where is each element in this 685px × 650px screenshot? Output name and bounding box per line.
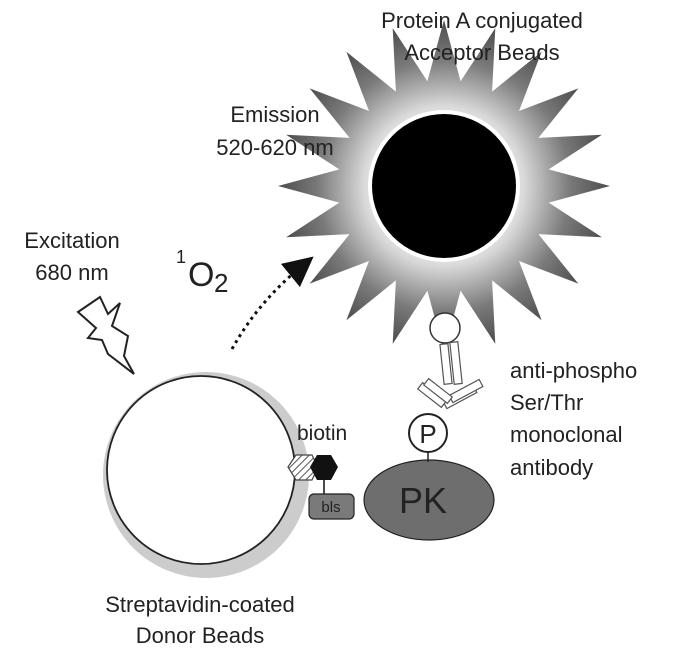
phospho-circle xyxy=(408,413,448,453)
emission-label-line1: Emission xyxy=(230,102,319,127)
kinase-label: PK xyxy=(399,480,447,521)
excitation-label-line2: 680 nm xyxy=(35,260,108,285)
kinase-ellipse xyxy=(363,459,495,541)
bls-tag xyxy=(308,493,355,520)
biotin-label: biotin xyxy=(297,422,347,445)
donor-bead xyxy=(106,375,296,565)
antibody-label-line2: Ser/Thr xyxy=(510,390,583,415)
acceptor-label-line1: Protein A conjugated xyxy=(381,8,583,33)
lightning-bolt-icon xyxy=(76,295,135,375)
acceptor-bead xyxy=(372,114,516,258)
phospho-label: P xyxy=(419,419,436,449)
acceptor-label-line2: Acceptor Beads xyxy=(404,40,559,65)
protein-a-bead xyxy=(429,312,461,344)
donor-label-line2: Donor Beads xyxy=(136,623,264,648)
singlet-oxygen-superscript: 1 xyxy=(176,247,186,267)
antibody-label-line4: antibody xyxy=(510,455,593,480)
excitation-label-line1: Excitation xyxy=(24,228,119,253)
singlet-oxygen-symbol: O xyxy=(188,256,214,294)
singlet-oxygen-arrow xyxy=(230,256,314,350)
donor-label-line1: Streptavidin-coated xyxy=(105,592,295,617)
antibody-label-line3: monoclonal xyxy=(510,422,623,447)
antibody-label-line1: anti-phospho xyxy=(510,358,637,383)
antibody-icon xyxy=(416,341,484,410)
emission-label-line2: 520-620 nm xyxy=(216,135,333,160)
biotin-icon xyxy=(310,455,338,480)
bls-label: bls xyxy=(321,499,340,516)
singlet-oxygen-subscript: 2 xyxy=(214,268,228,298)
